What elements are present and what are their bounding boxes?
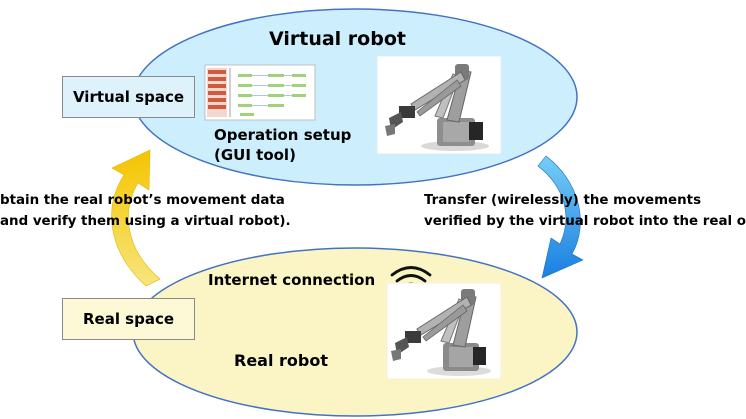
virtual-space-box: Virtual space — [62, 76, 195, 118]
downward-arrow — [537, 155, 584, 279]
operation-setup-line1: Operation setup — [214, 126, 352, 144]
real-robot-image — [387, 283, 501, 379]
real-space-box: Real space — [62, 298, 195, 340]
virtual-robot-title: Virtual robot — [269, 28, 406, 50]
upward-arrow — [111, 149, 161, 287]
virtual-space-label: Virtual space — [72, 88, 185, 106]
right-caption-line2: verified by the virtual robot into the r… — [424, 214, 746, 229]
virtual-robot-image — [377, 56, 501, 154]
left-caption-line1: btain the real robot’s movement data — [0, 193, 285, 208]
real-space-label: Real space — [82, 310, 175, 328]
gui-tool-screenshot — [204, 64, 316, 121]
internet-connection-label: Internet connection — [208, 271, 376, 289]
operation-setup-line2: (GUI tool) — [214, 146, 296, 164]
real-robot-title: Real robot — [234, 351, 328, 370]
left-caption-line2: and verify them using a virtual robot). — [0, 214, 291, 229]
right-caption-line1: Transfer (wirelessly) the movements — [424, 193, 702, 208]
